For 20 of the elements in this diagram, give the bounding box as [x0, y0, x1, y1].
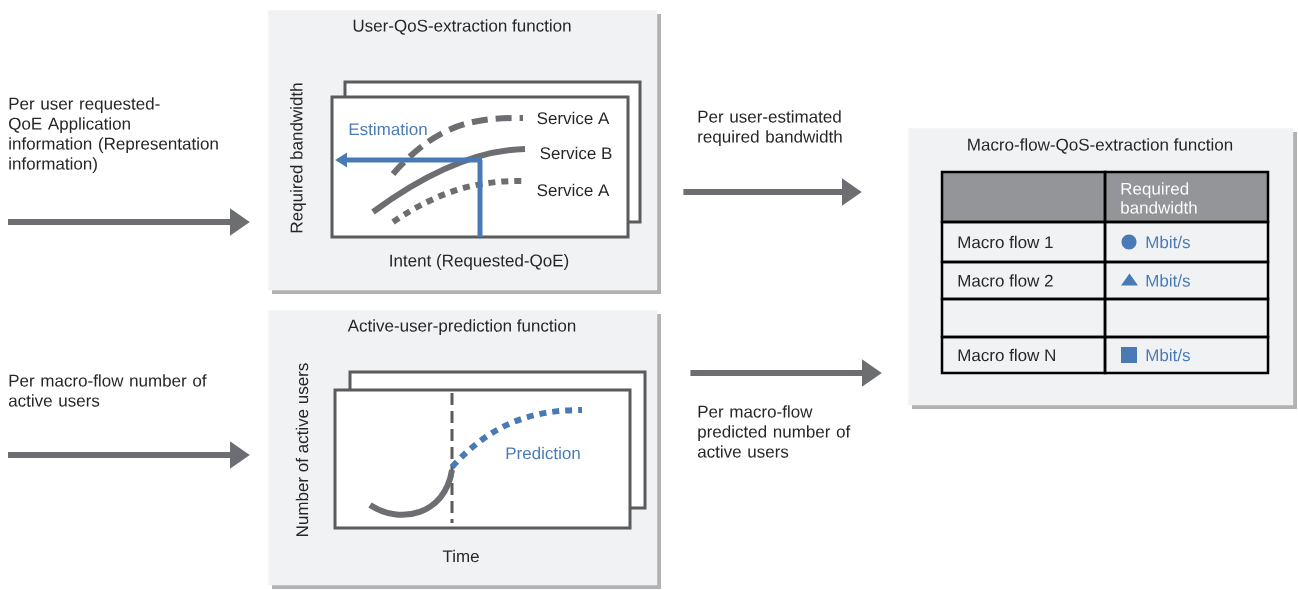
axis-label: Time: [442, 549, 479, 563]
edge-label: Per macro-flow predicted number of active users: [697, 405, 851, 458]
table-cell: Macro flow 2: [940, 260, 1107, 301]
table-cell: Mbit/s: [1103, 260, 1270, 301]
curve-label: Service A: [537, 111, 610, 125]
table-header: Required bandwidth: [940, 170, 1270, 224]
curve-label: Service A: [537, 183, 610, 197]
table-cell: Mbit/s: [1103, 220, 1270, 264]
annotation: Estimation: [349, 122, 427, 136]
axis-label: Intent (Requested-QoE): [390, 254, 569, 270]
axis-label: Required bandwidth: [290, 83, 306, 233]
table-cell: Macro flow N: [940, 335, 1107, 375]
edge-label: Per user-estimated required bandwidth: [698, 110, 842, 147]
table-cell: Macro flow 1: [940, 220, 1107, 264]
annotation: Prediction: [506, 446, 580, 460]
edge-label: Per user requested-QoE Application information (Representation information): [9, 97, 218, 174]
axis-label: Number of active users: [295, 363, 309, 536]
table-cell: Mbit/s: [1103, 335, 1270, 375]
curve-label: Service B: [540, 146, 612, 160]
edge-label: Per macro-flow number of active users: [8, 374, 207, 407]
